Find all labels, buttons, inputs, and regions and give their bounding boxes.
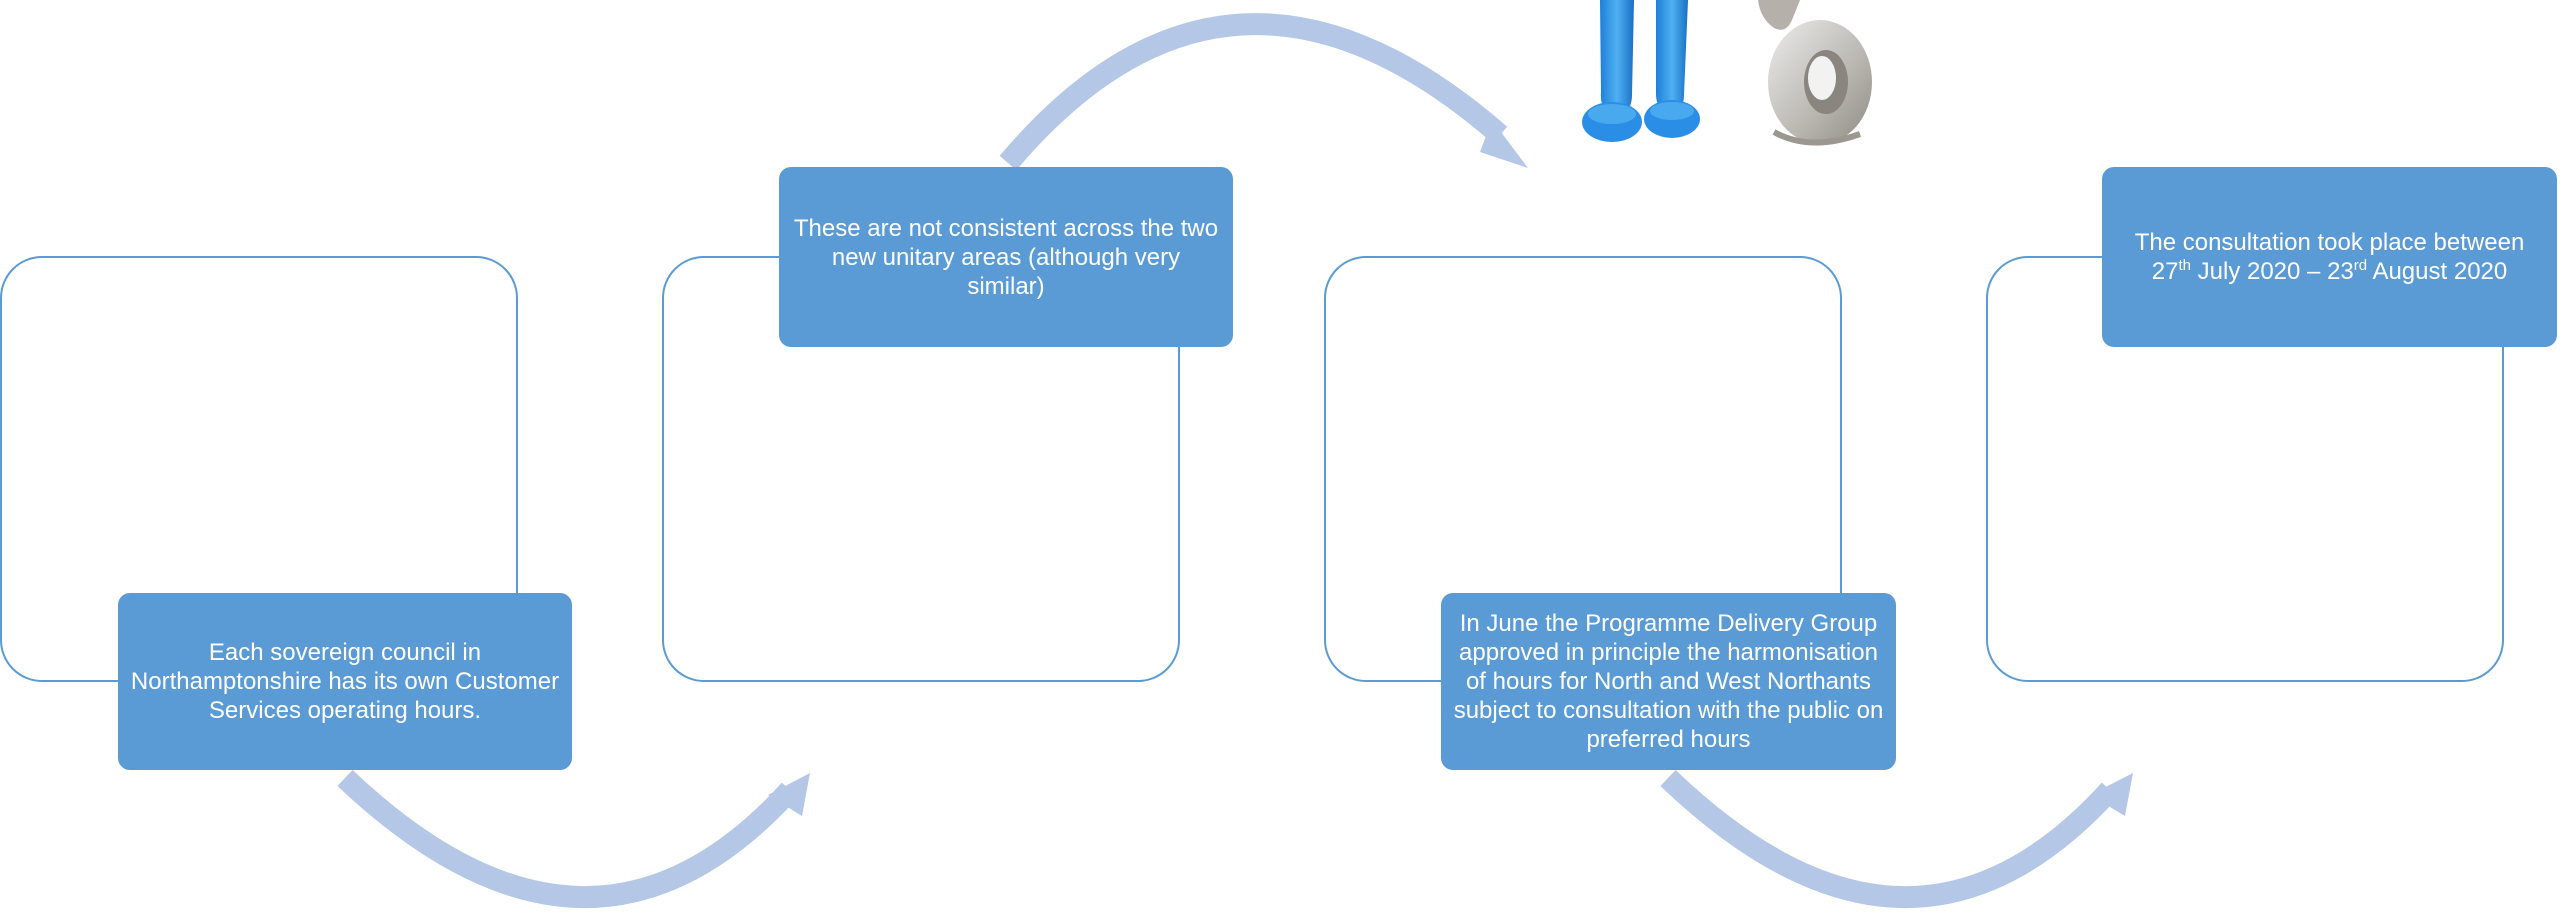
arrowhead-1-to-2 xyxy=(768,773,810,816)
person-with-question-mark-icon xyxy=(1582,0,1872,146)
arrowhead-2-to-3 xyxy=(1480,120,1528,168)
step-4-text: The consultation took place between 27th… xyxy=(2134,229,2525,285)
step-1-text: Each sovereign council in Northamptonshi… xyxy=(130,639,560,724)
curved-arrow-2-to-3 xyxy=(999,13,1508,171)
step-3-label: In June the Programme Delivery Group app… xyxy=(1441,593,1896,770)
step-1-label: Each sovereign council in Northamptonshi… xyxy=(118,593,572,770)
curved-arrow-1-to-2 xyxy=(337,770,799,908)
step-3-text: In June the Programme Delivery Group app… xyxy=(1453,610,1884,753)
question-mark-shape xyxy=(1758,0,1872,146)
figure-legs xyxy=(1582,0,1700,142)
step-2-text: These are not consistent across the two … xyxy=(793,214,1219,300)
step-2-label: These are not consistent across the two … xyxy=(779,167,1233,347)
step-4-label: The consultation took place between 27th… xyxy=(2102,167,2557,347)
curved-arrow-3-to-4 xyxy=(1660,770,2119,908)
arrowhead-3-to-4 xyxy=(2090,773,2133,816)
